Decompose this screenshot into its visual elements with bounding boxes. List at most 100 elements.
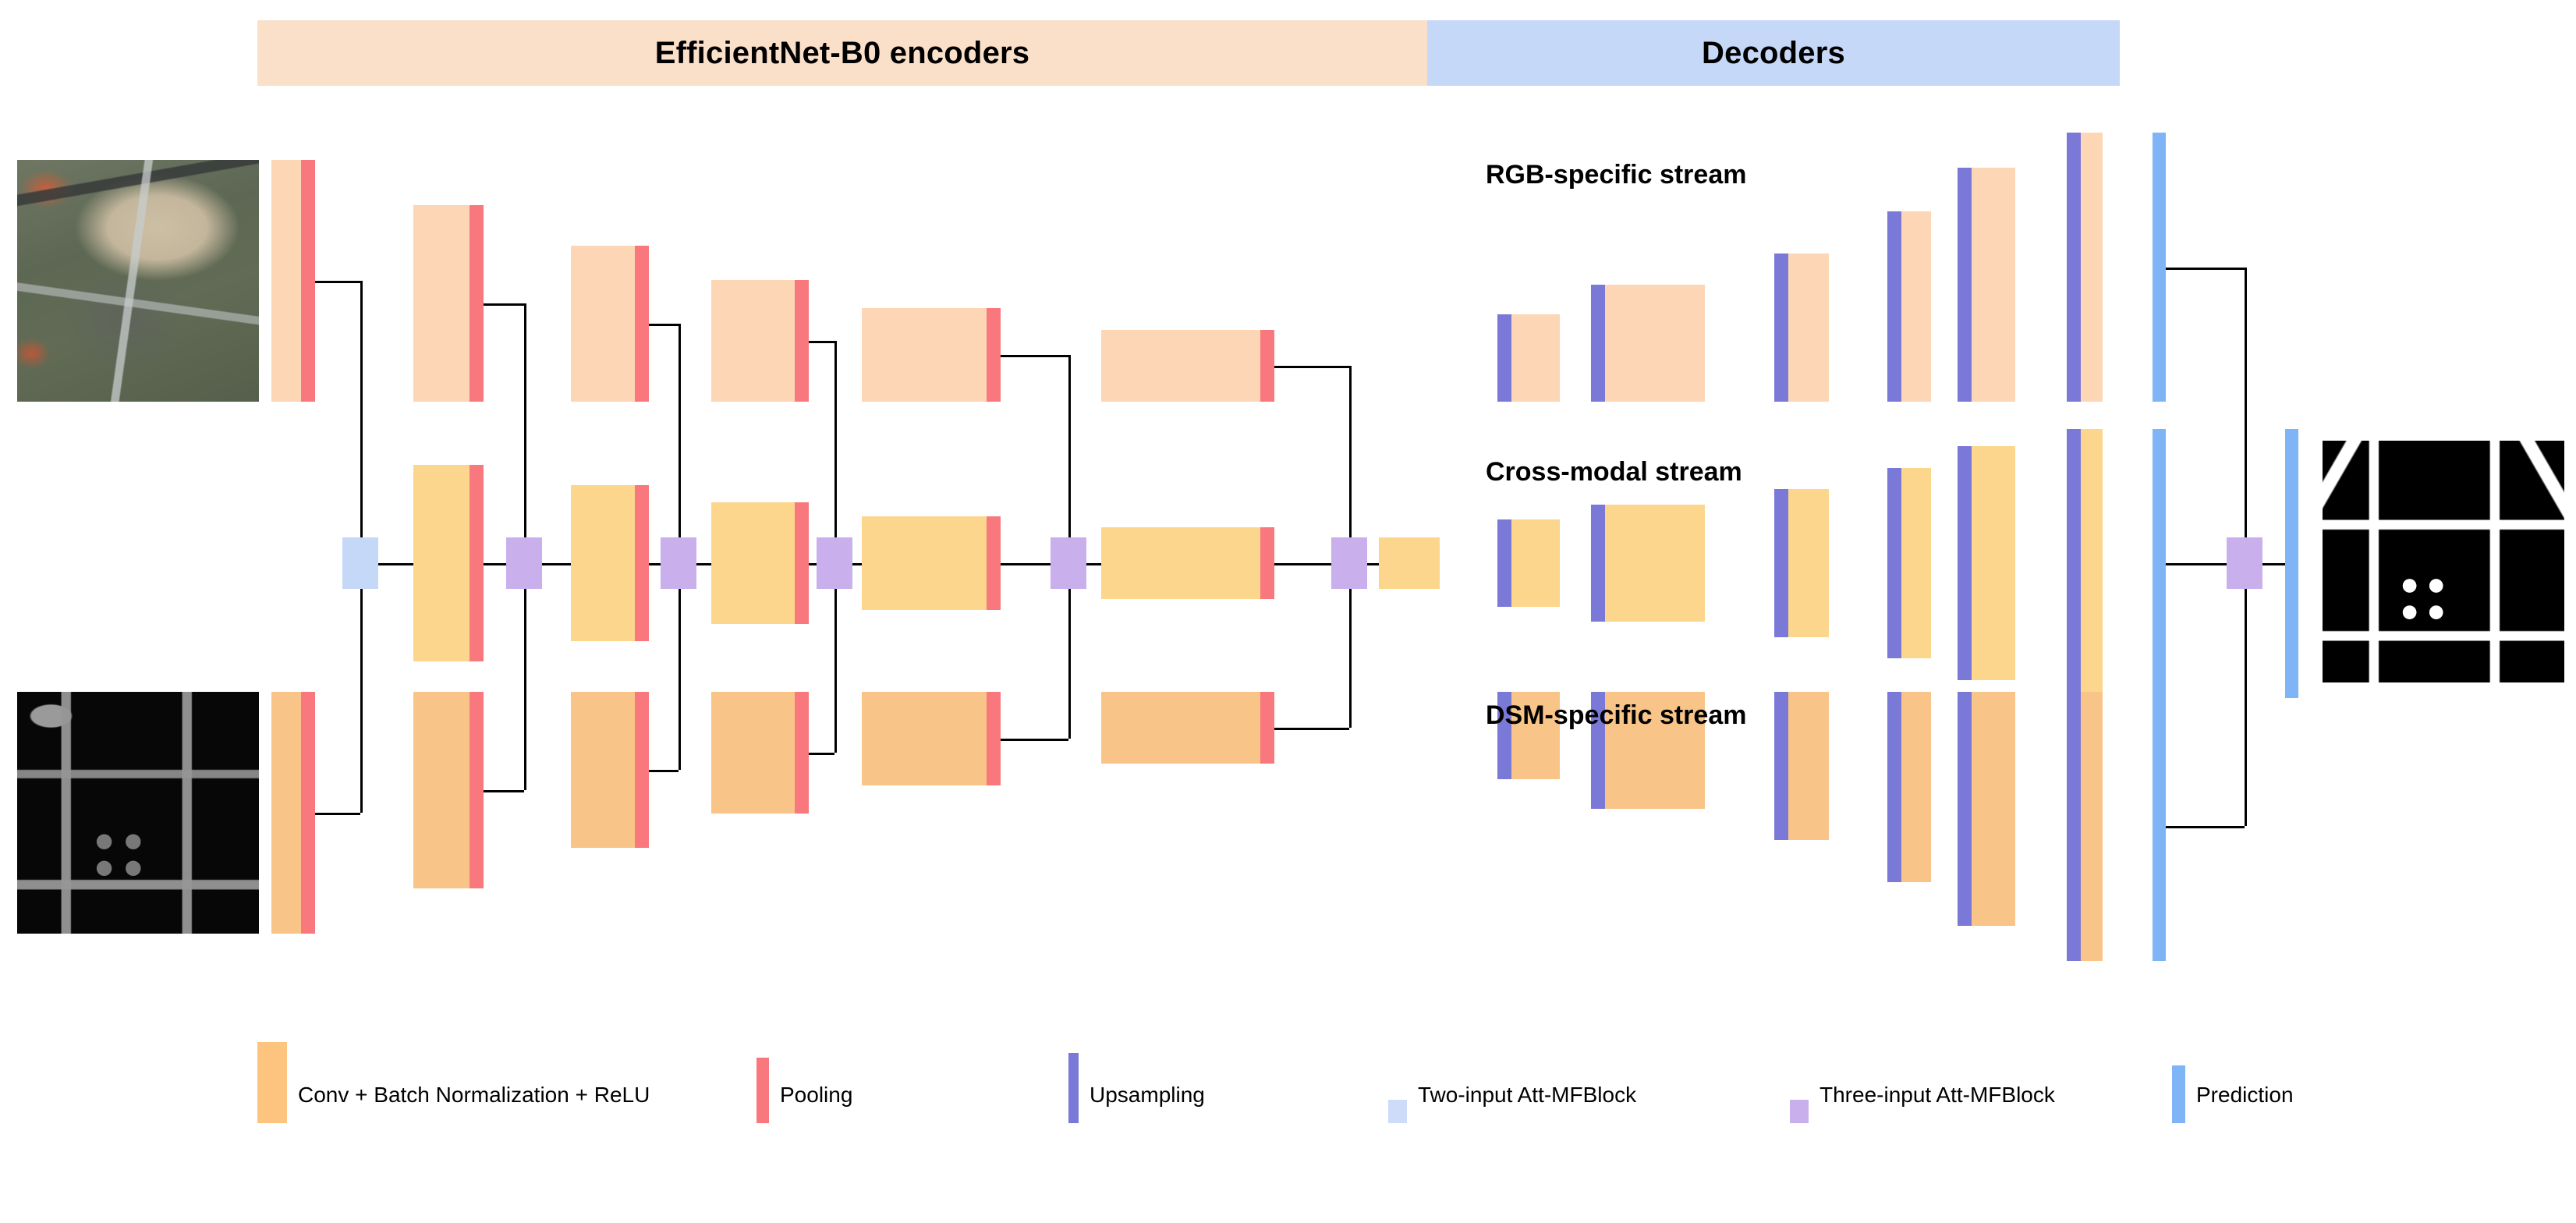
- three-input-att-mfblock-encoder-5[interactable]: [1051, 537, 1086, 589]
- dsm-decoder-conv-block-2: [1605, 692, 1705, 809]
- cross-modal-conv-block-6: [1379, 537, 1440, 589]
- final-dsm-pred-horizontal: [2166, 826, 2245, 828]
- dsm-encoder-conv-block-1: [271, 692, 301, 934]
- legend-item-5: Three-input Att-MFBlock: [1790, 1022, 2055, 1123]
- rgb-skip-horizontal-2: [484, 303, 524, 306]
- two-input-att-mfblock-encoder-1[interactable]: [342, 537, 378, 589]
- cross-modal-pooling-3: [795, 502, 809, 624]
- rgb-encoder-pooling-2: [469, 205, 484, 402]
- legend-label-1: Conv + Batch Normalization + ReLU: [298, 1083, 650, 1107]
- dsm-decoder-upsampling-1: [1497, 692, 1511, 779]
- legend-swatch-4: [1388, 1100, 1407, 1123]
- dsm-decoder-upsampling-3: [1774, 692, 1788, 840]
- cross-modal-decoder-upsampling-1: [1497, 519, 1511, 607]
- cross-modal-link-out-3: [696, 563, 711, 565]
- dsm-encoder-pooling-6: [1260, 692, 1274, 764]
- dsm-skip-vertical-4: [834, 589, 837, 753]
- rgb-skip-vertical-5: [1068, 355, 1071, 537]
- rgb-decoder-conv-block-5: [1972, 168, 2015, 402]
- rgb-skip-horizontal-4: [809, 341, 834, 343]
- dsm-encoder-pooling-1: [301, 692, 315, 934]
- decoders-section-header: Decoders: [1427, 20, 2120, 86]
- rgb-encoder-pooling-5: [987, 308, 1001, 402]
- rgb-decoder-upsampling-3: [1774, 253, 1788, 402]
- dsm-skip-horizontal-2: [484, 790, 524, 792]
- dsm-stream-prediction-bar: [2153, 692, 2166, 961]
- three-input-att-mfblock-final[interactable]: [2227, 537, 2262, 589]
- cross-modal-decoder-conv-block-2: [1605, 505, 1705, 622]
- dsm-skip-horizontal-6: [1274, 728, 1349, 730]
- dsm-skip-vertical-5: [1068, 589, 1071, 739]
- cross-modal-decoder-conv-block-6: [2081, 428, 2103, 698]
- legend-label-6: Prediction: [2196, 1083, 2294, 1107]
- dsm-skip-vertical-6: [1349, 589, 1352, 728]
- cross-modal-link-in-6: [1274, 563, 1331, 565]
- cross-modal-decoder-upsampling-5: [1958, 446, 1972, 680]
- legend-swatch-1: [257, 1042, 287, 1123]
- cross-modal-pooling-1: [469, 465, 484, 661]
- legend-label-2: Pooling: [780, 1083, 853, 1107]
- dsm-skip-horizontal-4: [809, 753, 834, 755]
- cross-modal-conv-block-1: [413, 465, 469, 661]
- legend-swatch-5: [1790, 1100, 1809, 1123]
- dsm-decoder-upsampling-4: [1887, 692, 1901, 882]
- dsm-encoder-pooling-4: [795, 692, 809, 814]
- dsm-decoder-conv-block-3: [1788, 692, 1829, 840]
- cross-modal-link-in-5: [1001, 563, 1051, 565]
- final-cross-pred-horizontal: [2166, 563, 2227, 565]
- rgb-decoder-upsampling-5: [1958, 168, 1972, 402]
- rgb-skip-vertical-6: [1349, 366, 1352, 537]
- legend-label-4: Two-input Att-MFBlock: [1418, 1083, 1637, 1107]
- cross-modal-link-in-4: [809, 563, 817, 565]
- legend-item-3: Upsampling: [1068, 1022, 1205, 1123]
- cross-modal-decoder-conv-block-4: [1901, 468, 1931, 658]
- rgb-decoder-upsampling-6: [2067, 133, 2081, 402]
- three-input-att-mfblock-encoder-4[interactable]: [817, 537, 852, 589]
- cross-modal-conv-block-4: [862, 516, 987, 610]
- dsm-skip-vertical-1: [360, 589, 363, 813]
- legend-label-3: Upsampling: [1090, 1083, 1205, 1107]
- rgb-skip-horizontal-3: [649, 324, 679, 326]
- final-rgb-pred-vertical: [2245, 268, 2247, 537]
- dsm-skip-horizontal-1: [315, 813, 360, 815]
- rgb-encoder-conv-block-4: [711, 280, 795, 402]
- rgb-encoder-pooling-4: [795, 280, 809, 402]
- three-input-att-mfblock-encoder-2[interactable]: [506, 537, 542, 589]
- cross-modal-pooling-2: [635, 485, 649, 641]
- dsm-height-input-image: [17, 692, 259, 934]
- final-fusion-to-prediction-line: [2262, 563, 2285, 565]
- cross-modal-pooling-4: [987, 516, 1001, 610]
- rgb-skip-vertical-4: [834, 341, 837, 537]
- dsm-decoder-upsampling-6: [2067, 692, 2081, 961]
- three-input-att-mfblock-encoder-6[interactable]: [1331, 537, 1367, 589]
- cross-modal-decoder-upsampling-3: [1774, 489, 1788, 637]
- rgb-encoder-conv-block-1: [271, 160, 301, 402]
- dsm-decoder-conv-block-6: [2081, 692, 2103, 961]
- cross-modal-link-out-1: [378, 563, 413, 565]
- legend-item-1: Conv + Batch Normalization + ReLU: [257, 1022, 650, 1123]
- dsm-encoder-pooling-5: [987, 692, 1001, 785]
- rgb-encoder-pooling-1: [301, 160, 315, 402]
- legend-item-2: Pooling: [757, 1022, 852, 1123]
- rgb-decoder-conv-block-3: [1788, 253, 1829, 402]
- cross-modal-link-in-3: [649, 563, 661, 565]
- cross-modal-decoder-conv-block-5: [1972, 446, 2015, 680]
- rgb-decoder-upsampling-2: [1591, 285, 1605, 402]
- legend-item-4: Two-input Att-MFBlock: [1388, 1022, 1636, 1123]
- rgb-encoder-conv-block-3: [571, 246, 635, 402]
- dsm-encoder-conv-block-4: [711, 692, 795, 814]
- rgb-skip-vertical-3: [679, 324, 681, 537]
- dsm-encoder-conv-block-3: [571, 692, 635, 848]
- final-dsm-pred-vertical: [2245, 589, 2247, 826]
- dsm-decoder-upsampling-2: [1591, 692, 1605, 809]
- three-input-att-mfblock-encoder-3[interactable]: [661, 537, 696, 589]
- cross-modal-stream-title: Cross-modal stream: [1486, 457, 1742, 487]
- dsm-skip-horizontal-5: [1001, 739, 1068, 741]
- dsm-decoder-conv-block-4: [1901, 692, 1931, 882]
- dsm-encoder-pooling-3: [635, 692, 649, 848]
- cross-modal-decoder-upsampling-4: [1887, 468, 1901, 658]
- rgb-decoder-conv-block-2: [1605, 285, 1705, 402]
- final-prediction-bar: [2285, 429, 2298, 698]
- rgb-decoder-upsampling-1: [1497, 314, 1511, 402]
